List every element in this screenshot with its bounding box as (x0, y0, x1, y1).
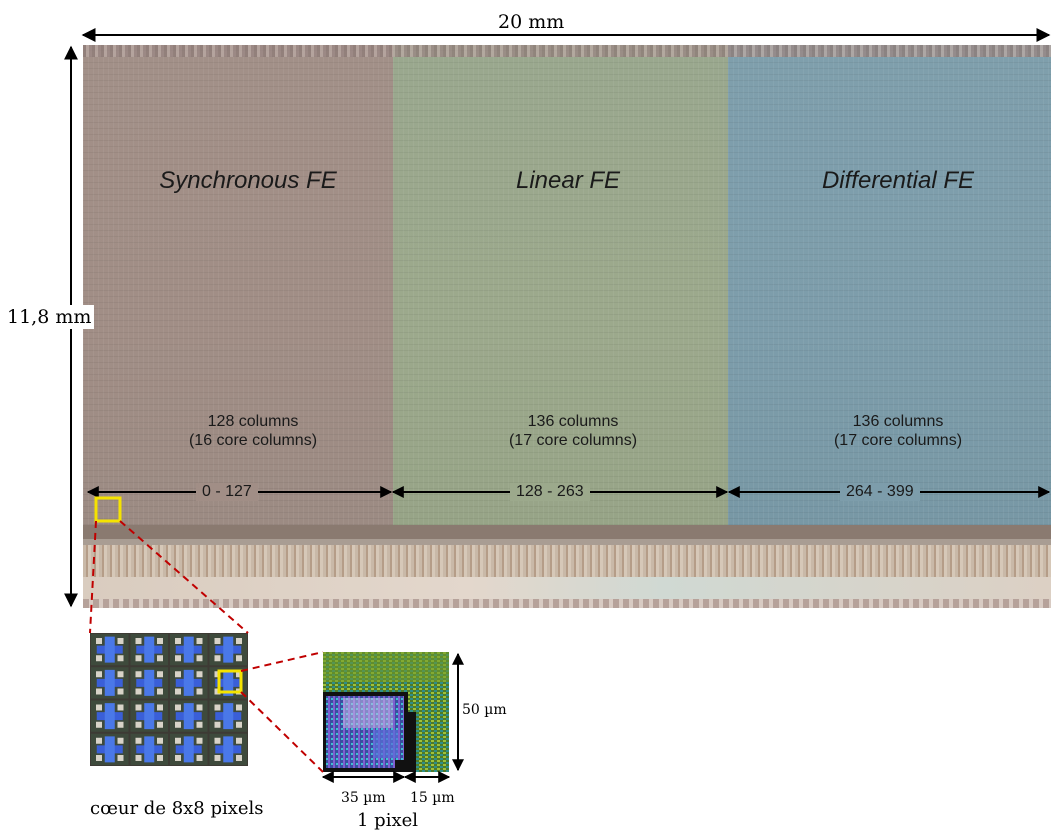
core-caption: cœur de 8x8 pixels (90, 798, 264, 819)
pixel-width-label-b: 15 µm (410, 790, 455, 806)
chip-width-label: 20 mm (498, 11, 565, 33)
pixel-width-label-a: 35 µm (341, 790, 386, 806)
core-pixel-tile (91, 667, 129, 699)
range-label-linear: 128 - 263 (510, 483, 590, 501)
pixel-caption: 1 pixel (357, 810, 419, 831)
column-count-label: 128 columns (207, 413, 299, 430)
core-pixel-tile (130, 733, 168, 765)
chip-height-label: 11,8 mm (4, 305, 95, 329)
top-pad-strip (83, 45, 1051, 57)
core-pixel-tile (209, 700, 247, 732)
differential-fe-title: Differential FE (821, 167, 975, 194)
linear-fe-region (393, 45, 728, 525)
core-pixel-tile (91, 700, 129, 732)
core-pixel-tile (170, 634, 208, 666)
core-pixel-tile (91, 733, 129, 765)
core-pixel-tile (130, 667, 168, 699)
zoom-line (240, 691, 324, 773)
zoom-line (240, 651, 324, 672)
chip-die: Synchronous FE Linear FE Differential FE… (83, 45, 1051, 608)
zoom-line (89, 520, 97, 634)
core-pixel-tile (91, 634, 129, 666)
core-column-count-label: (17 core columns) (508, 432, 638, 449)
periphery-band (83, 525, 1051, 539)
core-pixel-tile (209, 634, 247, 666)
pixel-matrix-texture (83, 45, 1051, 525)
synchronous-fe-region (83, 45, 393, 525)
core-pixel-tile (209, 733, 247, 765)
core-column-count-label: (16 core columns) (188, 432, 318, 449)
core-pixel-tile (170, 667, 208, 699)
pixel-height-label: 50 µm (462, 702, 507, 718)
core-pixel-tile (170, 700, 208, 732)
core-highlight-box (94, 496, 122, 523)
range-label-differential: 264 - 399 (840, 483, 920, 501)
synchronous-column-count: 128 columns (16 core columns) (133, 412, 373, 450)
core-8x8-image (90, 633, 248, 766)
core-pixel-tile (170, 733, 208, 765)
pixel-highlight-box (217, 669, 243, 694)
differential-fe-region (728, 45, 1051, 525)
core-pixel-tile (130, 700, 168, 732)
linear-fe-title: Linear FE (515, 167, 621, 194)
core-pixel-array (91, 634, 247, 765)
synchronous-fe-title: Synchronous FE (159, 167, 337, 194)
differential-column-count: 136 columns (17 core columns) (778, 412, 1018, 450)
core-pixel-tile (130, 634, 168, 666)
periphery-band (83, 577, 1051, 599)
core-column-count-label: (17 core columns) (833, 432, 963, 449)
periphery-pads (83, 599, 1051, 608)
periphery-band (83, 545, 1051, 577)
pixel-layout-drawing (323, 652, 449, 772)
zoom-line (119, 520, 249, 634)
column-count-label: 136 columns (852, 413, 944, 430)
single-pixel-layout-image (323, 652, 449, 772)
column-count-label: 136 columns (527, 413, 619, 430)
linear-column-count: 136 columns (17 core columns) (453, 412, 693, 450)
range-label-synchronous: 0 - 127 (196, 483, 258, 501)
